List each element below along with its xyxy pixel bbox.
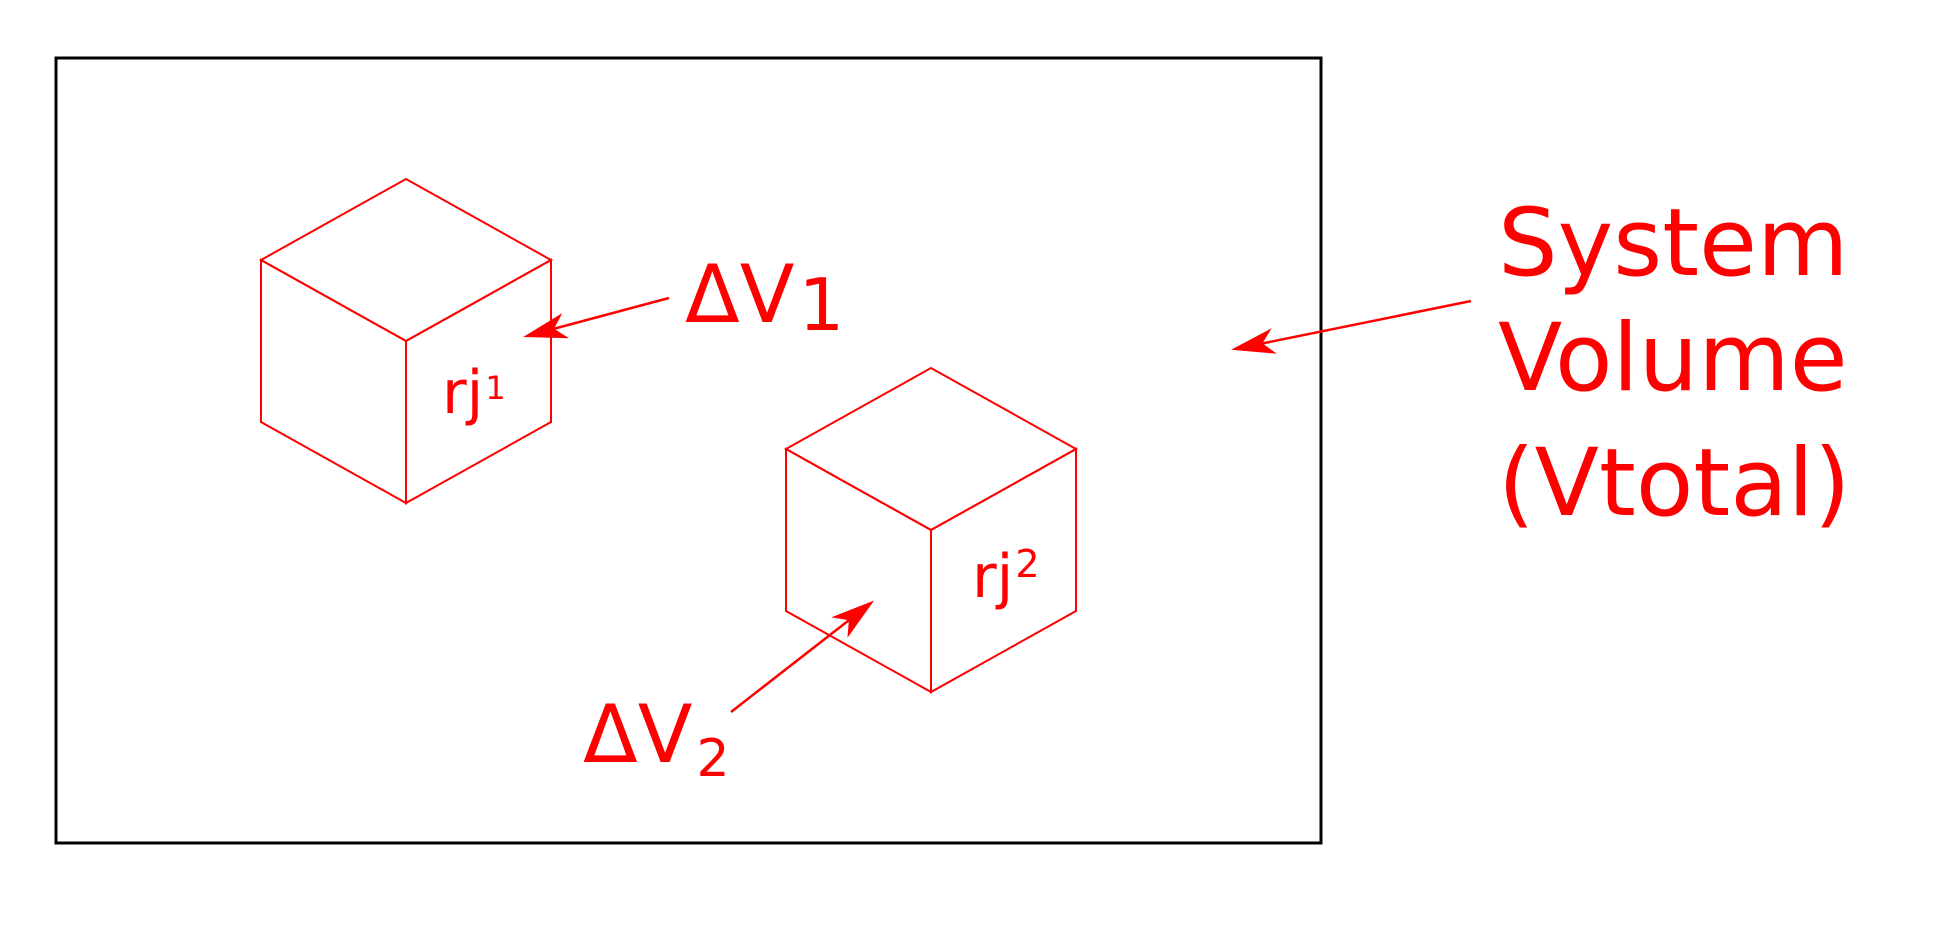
cube-1-position-label: rj1 [442,358,506,428]
delta-v1-arrow [523,296,670,339]
system-volume-label: System Volume (Vtotal) [1498,189,1878,538]
volume-element-cube-1 [258,177,554,505]
cube-1-top-face [258,177,554,343]
system-volume-line-2: Volume [1498,304,1848,413]
delta-v2-arrow [730,600,875,713]
cube-2-right-face [930,447,1077,694]
system-volume-line-3: (Vtotal) [1498,429,1851,538]
system-boundary [54,56,1323,845]
delta-v1-label: ΔV1 [685,248,844,347]
cube-2-top-face [783,366,1079,532]
system-volume-arrow [1231,299,1472,354]
delta-v2-label: ΔV2 [583,688,730,789]
system-volume-line-1: System [1498,189,1849,298]
cube-1-left-face [260,258,407,505]
cube-1-right-face [405,258,552,505]
cube-2-left-face [785,447,932,694]
cube-2-position-label: rj2 [972,542,1040,612]
volume-element-cube-2 [783,366,1079,694]
